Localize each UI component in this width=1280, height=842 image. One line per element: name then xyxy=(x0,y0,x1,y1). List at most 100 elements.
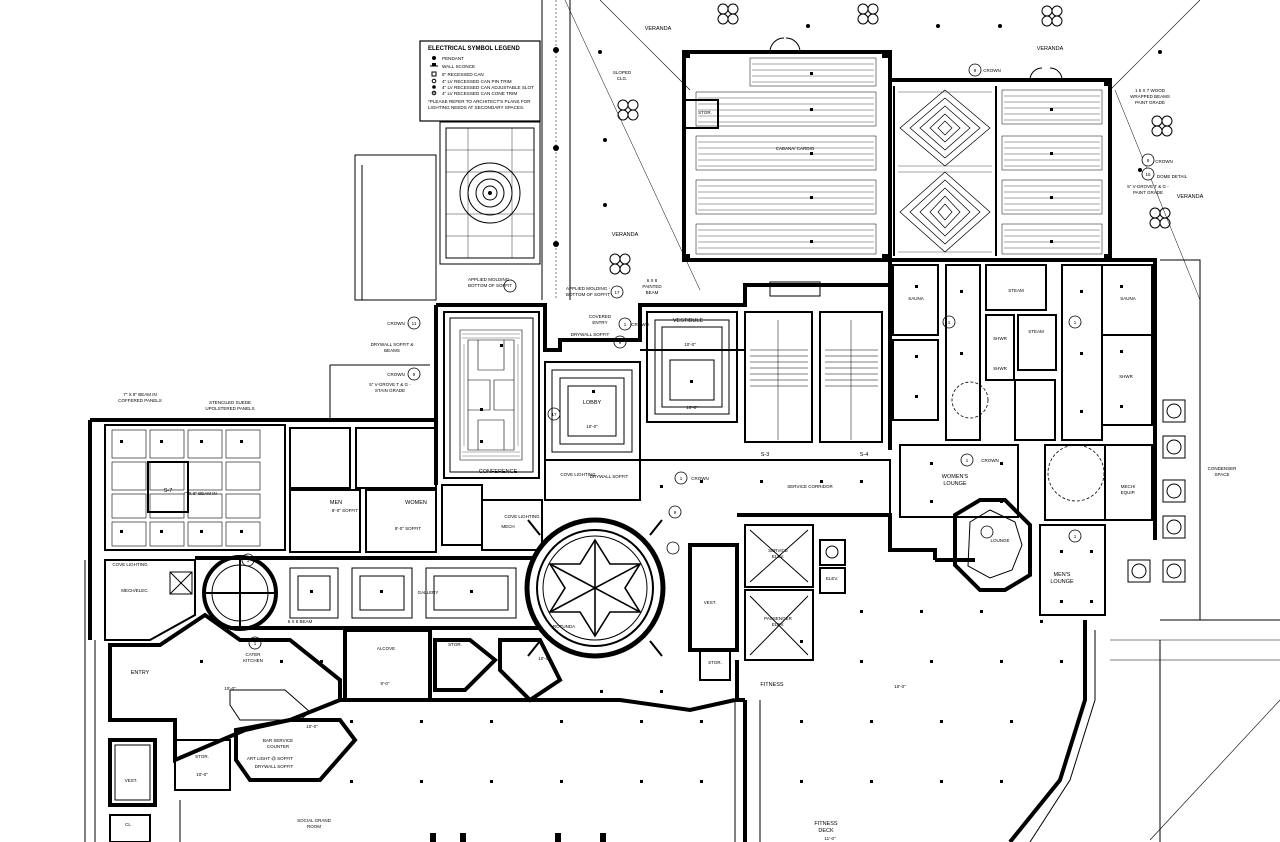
stor-label: STOR. xyxy=(195,754,209,759)
beam-label: 6 X 8 BEAM xyxy=(288,619,313,624)
drywall-soffit-label: DRYWALL SOFFIT xyxy=(255,764,294,769)
sauna-label: SAUNA xyxy=(908,296,924,301)
condenser-label: CONDENSER xyxy=(1208,466,1238,471)
callout-number: 9 xyxy=(974,68,977,73)
pendant-icon xyxy=(432,56,436,60)
women-label: WOMEN xyxy=(405,500,427,506)
note-label: PAINTED xyxy=(642,284,662,289)
mech-equip-label: EQUIP. xyxy=(1121,490,1136,495)
wall-sconce-icon xyxy=(430,63,438,67)
passenger-elev-label: PASSENGER xyxy=(764,616,792,621)
landscape-trees xyxy=(609,3,1173,275)
legend-note: *PLEASE REFER TO ARCHITECT'S PLANS FOR xyxy=(428,99,531,104)
mens-lounge-label: LOUNGE xyxy=(1050,579,1074,585)
steam-label: STEAM xyxy=(1028,329,1044,334)
shower-label: SHWR xyxy=(1119,374,1133,379)
legend-item-label: 4" LV RECESSED CAN PIN TRIM xyxy=(442,79,512,84)
lv-pin-trim-icon xyxy=(431,78,437,84)
bar-service-label: COUNTER xyxy=(267,744,290,749)
note-label: BEAM xyxy=(646,290,659,295)
service-fitness: SERVICE CORRIDOR SERVICE ELEV. PASSENGER… xyxy=(544,459,1096,842)
recessed-can-icon xyxy=(431,71,437,77)
cater-kitchen-label: KITCHEN xyxy=(243,658,263,663)
note-label: COVERED xyxy=(589,314,612,319)
callout-number: 1 xyxy=(680,476,683,481)
height-label: 9'-0" xyxy=(381,681,390,686)
legend-item-label: WALL SCONCE xyxy=(442,64,475,69)
fitness-deck-label: DECK xyxy=(818,828,834,834)
note-label: 5" V-GROVE T & G - xyxy=(369,382,411,387)
cabana-cardio-label: CABANA/ CARDIO xyxy=(776,146,815,151)
legend-note: LIGHTING NEEDS AT SECONDARY SPACES. xyxy=(428,105,524,110)
site-posts xyxy=(598,24,1162,207)
service-corridor-label: SERVICE CORRIDOR xyxy=(787,484,833,489)
callout-number: 17 xyxy=(551,412,557,417)
vestibule-label: VESTIBULE xyxy=(673,318,704,324)
elev-label: ELEV. xyxy=(826,576,838,581)
cabana-block xyxy=(682,37,1112,262)
note-label: COVE LIGHTING xyxy=(504,514,540,519)
steam-label: STEAM xyxy=(1008,288,1024,293)
crown-label: CROWN xyxy=(387,321,405,326)
alcove-label: ALCOVE xyxy=(377,646,395,651)
crown-label: CROWN xyxy=(387,372,405,377)
sauna-label: SAUNA xyxy=(1120,296,1136,301)
callout-number: 1 xyxy=(1074,534,1077,539)
rotunda: ROTUNDA xyxy=(524,517,666,659)
note-label: ENTRY xyxy=(592,320,607,325)
height-label: 10'-0" xyxy=(586,424,598,429)
note-label: 7" X 8" BEAM IN xyxy=(123,392,156,397)
callout-number: 11 xyxy=(412,321,417,326)
soffit-label: 8'-0" SOFFIT xyxy=(395,526,421,531)
callout-number: 1 xyxy=(254,641,257,646)
spa-wing: SAUNA SAUNA STEAM STEAM SHWR SHWR SHWR W… xyxy=(888,258,1238,616)
crown-label: CROWN xyxy=(691,476,709,481)
callout-bubbles xyxy=(241,63,1155,650)
callout-number: 9 xyxy=(619,340,622,345)
stor-label: STOR. xyxy=(448,642,462,647)
service-elev-label: ELEV. xyxy=(772,554,784,559)
note-label: WRAPPED BEAMS xyxy=(1130,94,1170,99)
callout-number: 9 xyxy=(413,372,416,377)
legend-item-label: 4" LV RECESSED CAN CONE TRIM xyxy=(442,91,517,96)
lv-cone-trim-icon xyxy=(431,90,437,96)
note-label: PAINT GRADE xyxy=(1133,190,1163,195)
veranda-label: VERANDA xyxy=(645,26,672,32)
lv-adjustable-slot-icon xyxy=(432,85,436,89)
conference-ceiling-pattern xyxy=(459,329,523,461)
coffered-note: 7" X 8" BEAM IN xyxy=(183,491,216,496)
note-label: DRYWALL SOFFIT & xyxy=(371,342,414,347)
note-label: BOTTOM OF SOFFIT xyxy=(566,292,610,297)
callout-number: 1 xyxy=(948,320,951,325)
callout-number: 1 xyxy=(624,322,627,327)
stair-label: S-3 xyxy=(761,452,770,458)
sloped-ceiling-label: CLG. xyxy=(617,76,628,81)
lighting-fixtures xyxy=(120,72,1123,783)
callout-number: 8 xyxy=(1147,158,1150,163)
womens-lounge-label: LOUNGE xyxy=(943,481,967,487)
note-label: DRYWALL SOFFIT xyxy=(590,474,629,479)
stairs xyxy=(744,281,883,443)
note-label: DOME DETAIL xyxy=(1157,174,1188,179)
note-label: BOTTOM OF SOFFIT xyxy=(468,283,512,288)
veranda-label: VERANDA xyxy=(1177,194,1204,200)
height-label: 10'-0" xyxy=(686,405,698,410)
callout-number: 17 xyxy=(614,290,620,295)
gallery-label: GALLERY xyxy=(418,590,439,595)
passenger-elev-label: ELEV. xyxy=(772,622,784,627)
left-wing: S-7 MEN WOMEN 8'-0" SOFFIT 8'-0" SOFFIT … xyxy=(88,392,836,842)
stair-label: S-7 xyxy=(164,488,173,494)
condenser-units xyxy=(1127,399,1186,583)
dome-diamond-bottom xyxy=(899,171,991,253)
legend-title: ELECTRICAL SYMBOL LEGEND xyxy=(428,46,520,52)
service-elev-label: SERVICE xyxy=(768,548,788,553)
height-label: 10'-0" xyxy=(224,686,236,691)
fitness-label: FITNESS xyxy=(760,682,784,688)
note-label: 1 6 X 7 WOOD xyxy=(1135,88,1166,93)
height-label: 10'-0" xyxy=(306,724,318,729)
note-label: COVE LIGHTING xyxy=(560,472,596,477)
crown-label: CROWN xyxy=(981,458,999,463)
legend-item-label: 5" RECESSED CAN xyxy=(442,72,484,77)
soffit-label: 8'-0" SOFFIT xyxy=(332,508,358,513)
